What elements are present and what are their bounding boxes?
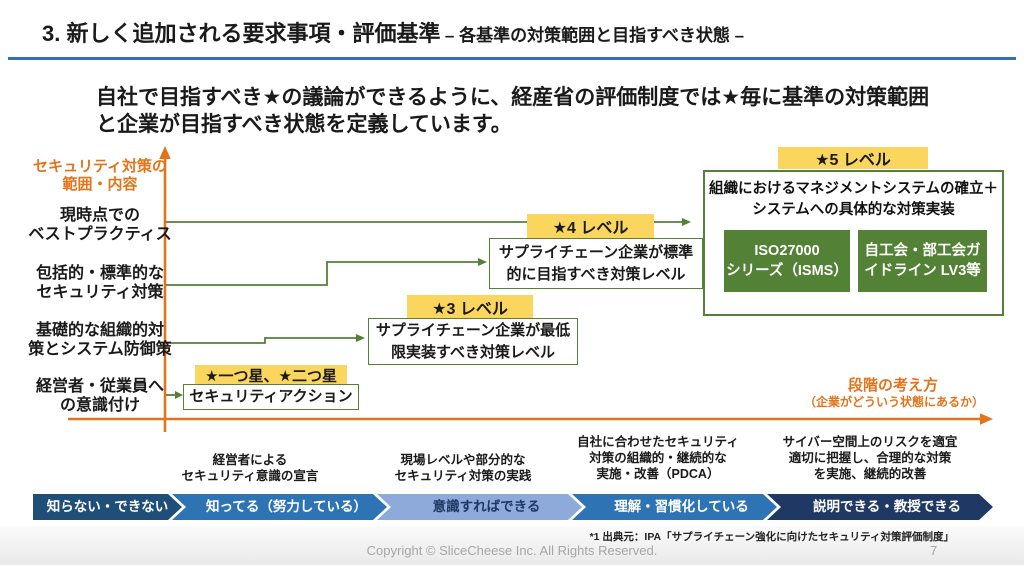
copyright: Copyright © SliceCheese Inc. All Rights …	[366, 543, 658, 558]
maturity-stage-label-2: 知ってる（努力している）	[206, 499, 367, 514]
stage-description-3: 自社に合わせたセキュリティ 対策の組織的・継続的な 実施・改善（PDCA）	[568, 434, 748, 482]
level3-box-line: 限実装すべき対策レベル	[391, 343, 555, 361]
level5-box: 組織におけるマネジメントシステムの確立＋ システムへの具体的な対策実装 ISO2…	[703, 170, 1004, 316]
x-axis-arrowhead	[980, 413, 993, 425]
level5-box-title: 組織におけるマネジメントシステムの確立＋ システムへの具体的な対策実装	[705, 179, 1002, 221]
y-axis-arrowhead	[159, 146, 171, 159]
stage-description-2: 現場レベルや部分的な セキュリティ対策の実践	[373, 452, 553, 484]
stage-description-line: 適切に把握し、合理的な対策	[788, 451, 952, 465]
level4-connector-arrowhead	[478, 258, 487, 266]
level4-connector-line	[166, 261, 479, 286]
stage-description-line: を実施、継続的改善	[813, 467, 927, 481]
level4-box-line: 的に目指すべき対策レベル	[506, 265, 686, 283]
level3-box: サプライチェーン企業が最低 限実装すべき対策レベル	[368, 318, 578, 365]
y-axis-title: セキュリティ対策の 範囲・内容	[15, 158, 185, 194]
y-axis-label-line: ベストプラクティス	[28, 226, 172, 243]
certification-box-jikokai: 自工会・部工会ガ イドライン LV3等	[858, 230, 987, 292]
stage-description-4: サイバー空間上のリスクを適宜 適切に把握し、合理的な対策 を実施、継続的改善	[775, 434, 965, 482]
footer-band	[0, 526, 1024, 565]
level4-box-line: サプライチェーン企業が標準	[498, 243, 694, 261]
level3-box-line: サプライチェーン企業が最低	[375, 321, 571, 339]
description-line-1: 自社で目指すべき★の議論ができるように、経産省の評価制度では★毎に基準の対策範囲	[96, 86, 930, 109]
stage-description-line: 現場レベルや部分的な	[400, 453, 526, 467]
y-axis-label-line: 包括的・標準的な	[35, 265, 164, 282]
level5-badge: ★5 レベル	[778, 147, 928, 169]
description-line-2: と企業が目指すべき状態を定義しています。	[96, 113, 512, 136]
y-axis-label-comprehensive: 包括的・標準的な セキュリティ対策	[15, 264, 185, 302]
stage-description-line: セキュリティ対策の実践	[394, 469, 532, 483]
x-axis-title: 段階の考え方	[847, 377, 938, 394]
source-footnote: *1 出典元：IPA「サプライチェーン強化に向けたセキュリティ対策評価制度」	[589, 531, 954, 543]
level5-title-line: システムへの具体的な対策実装	[752, 202, 955, 218]
slide-description: 自社で目指すべき★の議論ができるように、経産省の評価制度では★毎に基準の対策範囲…	[96, 84, 929, 138]
y-axis-label-awareness: 経営者・従業員へ の意識付け	[15, 377, 185, 415]
y-axis-label-line: 経営者・従業員へ	[35, 378, 164, 395]
stage-description-line: セキュリティ意識の宣言	[181, 469, 319, 483]
level3-connector-line	[166, 337, 357, 344]
level3-connector-arrowhead	[356, 334, 365, 342]
certification-line: 自工会・部工会ガ	[864, 243, 981, 259]
maturity-stage-label-3: 意識すればできる	[432, 499, 541, 514]
level3-badge: ★3 レベル	[407, 295, 533, 318]
page-title-suffix: – 各基準の対策範囲と目指すべき状態 –	[444, 26, 745, 45]
maturity-stage-label-1: 知らない・できない	[46, 499, 169, 514]
certification-line: ISO27000	[754, 243, 820, 259]
level4-box: サプライチェーン企業が標準 的に目指すべき対策レベル	[489, 238, 703, 289]
y-axis-label-line: 現時点での	[59, 207, 140, 224]
y-axis-label-line: 基礎的な組織的対	[35, 322, 164, 339]
maturity-chevron-2	[172, 494, 387, 520]
page-title-main: 3. 新しく追加される要求事項・評価基準	[42, 21, 441, 46]
maturity-stage-label-4: 理解・習慣化している	[614, 499, 749, 514]
y-axis-label-line: 策とシステム防御策	[28, 341, 172, 358]
y-axis-label-line: セキュリティ対策	[36, 284, 164, 301]
page-title: 3. 新しく追加される要求事項・評価基準 – 各基準の対策範囲と目指すべき状態 …	[42, 16, 744, 48]
level5-connector-arrowhead	[682, 218, 691, 226]
stage-description-line: サイバー空間上のリスクを適宜	[782, 435, 958, 449]
stage-description-line: 対策の組織的・継続的な	[589, 451, 727, 465]
y-axis-label-best-practice: 現時点での ベストプラクティス	[15, 206, 185, 244]
level5-title-line: 組織におけるマネジメントシステムの確立＋	[709, 181, 998, 197]
stage-description-line: 経営者による	[212, 453, 288, 467]
level1-2-box: セキュリティアクション	[183, 384, 359, 410]
x-axis-subtitle: （企業がどういう状態にあるか）	[803, 395, 984, 409]
y-axis-label-basic: 基礎的な組織的対 策とシステム防御策	[15, 321, 185, 359]
maturity-chevron-5	[767, 494, 993, 520]
y-axis-title-line-2: 範囲・内容	[62, 176, 138, 193]
certification-box-iso: ISO27000 シリーズ（ISMS）	[724, 230, 850, 292]
level1-2-badge: ★一つ星、★二つ星	[195, 365, 347, 385]
maturity-chevron-4	[572, 494, 777, 520]
page-number: 7	[930, 543, 938, 558]
y-axis-title-line-1: セキュリティ対策の	[32, 158, 168, 175]
maturity-stage-label-5: 説明できる・教授できる	[813, 499, 961, 514]
y-axis-label-line: の意識付け	[59, 397, 140, 414]
stage-description-1: 経営者による セキュリティ意識の宣言	[165, 452, 335, 484]
maturity-chevron-3	[377, 494, 582, 520]
level4-badge: ★4 レベル	[527, 214, 654, 238]
certification-line: イドライン LV3等	[864, 263, 981, 279]
level1-2-box-line: セキュリティアクション	[189, 388, 353, 405]
title-underline	[8, 57, 1016, 60]
level1-connector-arrowhead	[175, 391, 183, 399]
stage-description-line: 実施・改善（PDCA）	[596, 467, 720, 481]
stage-description-line: 自社に合わせたセキュリティ	[577, 435, 739, 449]
maturity-chevron-1	[33, 494, 182, 520]
certification-line: シリーズ（ISMS）	[726, 263, 848, 279]
